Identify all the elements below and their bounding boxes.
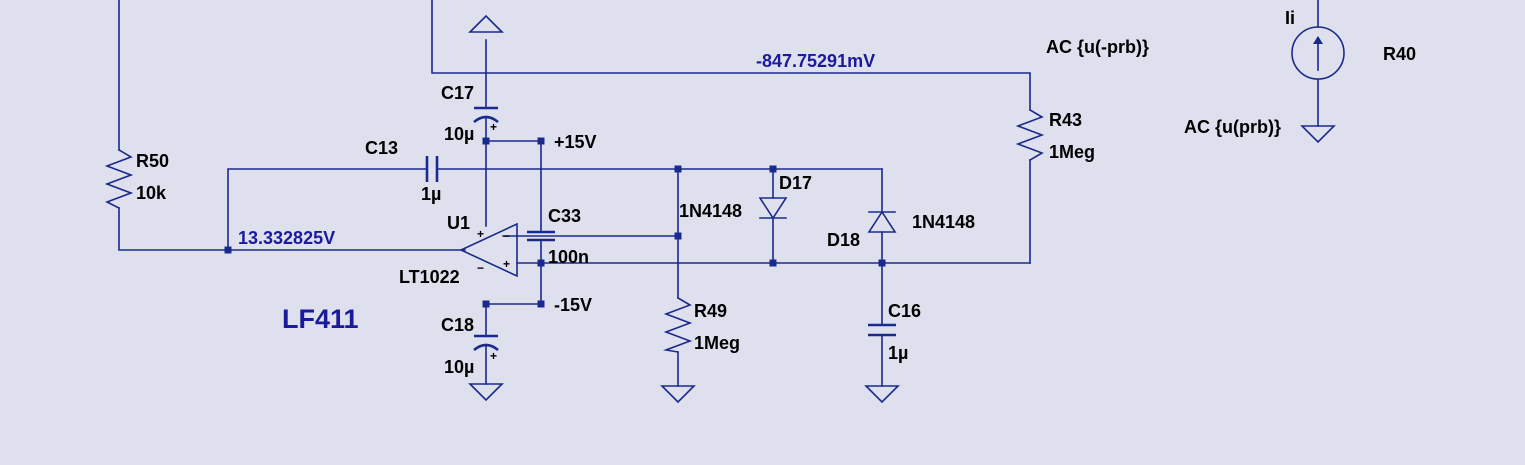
supply-up-arrow-icon: [468, 14, 504, 33]
lf411-comment-label: LF411: [282, 304, 359, 334]
r43-value-label: 1Meg: [1049, 142, 1095, 162]
u1-value-label: LT1022: [399, 267, 460, 287]
u1-ref-label: U1: [447, 213, 470, 233]
ii-ac-bottom-label: AC {u(prb)}: [1184, 117, 1281, 137]
ii-ref-label: Ii: [1285, 8, 1295, 28]
c17-capacitor[interactable]: +: [473, 106, 499, 134]
r43-resistor[interactable]: [1015, 108, 1045, 162]
c18-capacitor[interactable]: +: [473, 334, 499, 363]
c18-ref-label: C18: [441, 315, 474, 335]
u1-opamp[interactable]: + − − +: [459, 222, 518, 278]
d17-ref-label: D17: [779, 173, 812, 193]
c33-ref-label: C33: [548, 206, 581, 226]
d18-diode[interactable]: [867, 210, 897, 233]
ground-icon: [864, 385, 900, 404]
ground-icon: [468, 383, 504, 402]
c13-ref-label: C13: [365, 138, 398, 158]
ground-icon: [660, 385, 696, 404]
top-wire-voltage-label: -847.75291mV: [756, 51, 875, 71]
svg-text:+: +: [477, 227, 484, 241]
c13-value-label: 1µ: [421, 184, 441, 204]
c33-value-label: 100n: [548, 247, 589, 267]
ground-icon: [1300, 125, 1336, 144]
d18-value-label: 1N4148: [912, 212, 975, 232]
c17-ref-label: C17: [441, 83, 474, 103]
c33-capacitor[interactable]: [527, 230, 555, 242]
input-node-voltage-label: 13.332825V: [238, 228, 335, 248]
r43-ref-label: R43: [1049, 110, 1082, 130]
c16-value-label: 1µ: [888, 343, 908, 363]
c18-value-label: 10µ: [444, 357, 474, 377]
svg-text:−: −: [503, 229, 510, 243]
r50-resistor[interactable]: [104, 148, 134, 210]
d17-diode[interactable]: [758, 197, 788, 220]
ii-ac-top-label: AC {u(-prb)}: [1046, 37, 1149, 57]
c16-capacitor[interactable]: [868, 323, 896, 337]
pos-supply-label: +15V: [554, 132, 597, 152]
d17-value-label: 1N4148: [679, 201, 742, 221]
neg-supply-label: -15V: [554, 295, 592, 315]
svg-text:−: −: [477, 261, 484, 275]
r49-resistor[interactable]: [662, 296, 693, 353]
r40-ref-label: R40: [1383, 44, 1416, 64]
r50-value-label: 10k: [136, 183, 167, 203]
c16-ref-label: C16: [888, 301, 921, 321]
c13-capacitor[interactable]: [425, 156, 439, 182]
d18-ref-label: D18: [827, 230, 860, 250]
r49-ref-label: R49: [694, 301, 727, 321]
svg-text:+: +: [490, 349, 497, 363]
c17-value-label: 10µ: [444, 124, 474, 144]
ii-current-source[interactable]: [1291, 26, 1345, 80]
r50-ref-label: R50: [136, 151, 169, 171]
svg-text:+: +: [490, 120, 497, 134]
r49-value-label: 1Meg: [694, 333, 740, 353]
junctions: [224, 137, 886, 308]
svg-text:+: +: [503, 257, 510, 271]
